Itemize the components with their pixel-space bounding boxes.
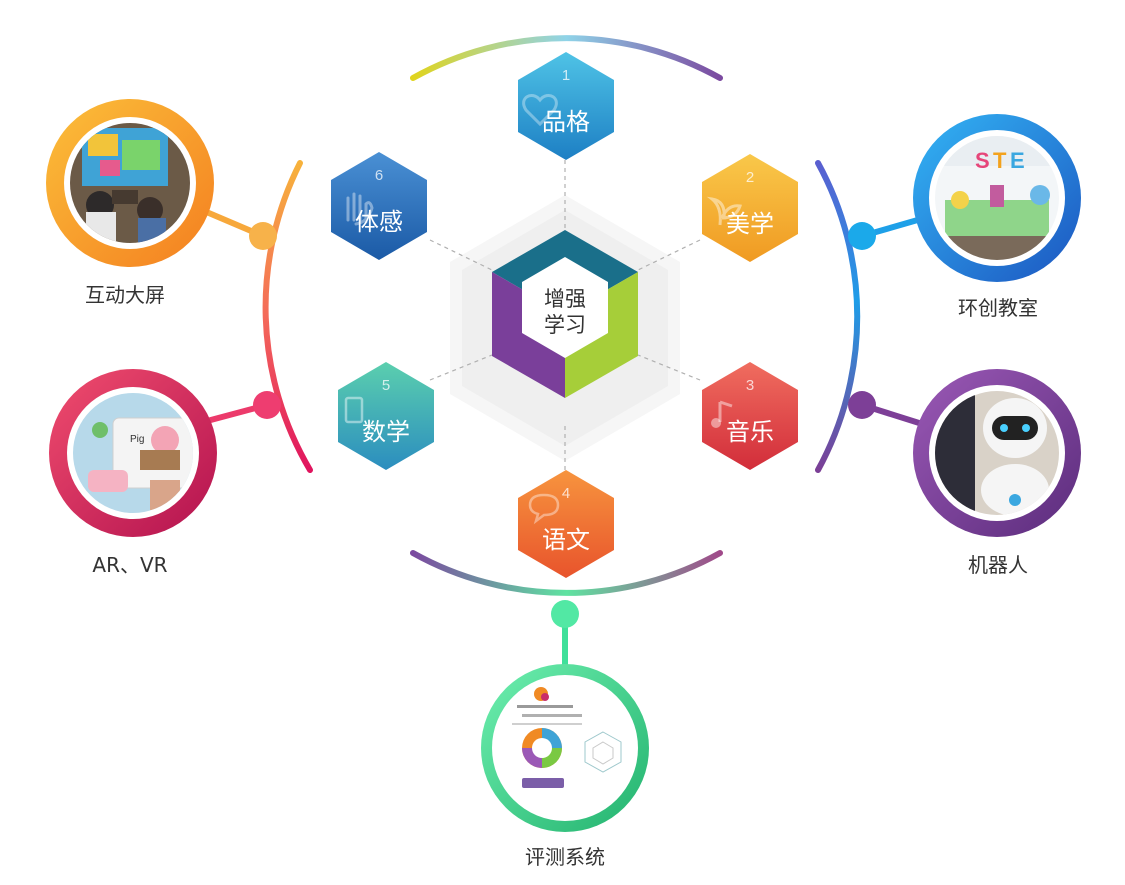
outer-item-classroom[interactable]: S T E 环创教室 — [913, 114, 1081, 320]
outer-item-evaluation[interactable]: 评测系统 — [481, 664, 649, 869]
connector-dot-classroom — [848, 222, 876, 250]
hexagon-number: 3 — [746, 377, 754, 394]
outer-item-robot[interactable]: 机器人 — [913, 369, 1081, 577]
steam-classroom-photo: S T E — [935, 136, 1059, 260]
hexagon-number: 6 — [375, 167, 383, 184]
outer-item-label: 机器人 — [968, 553, 1028, 577]
center-title-line1: 增强 — [544, 287, 586, 311]
center-title-line2: 学习 — [544, 313, 586, 337]
calculator-icon — [344, 396, 364, 424]
outer-arcs — [262, 35, 861, 596]
connectors — [188, 202, 936, 676]
center-cube — [492, 230, 638, 398]
hexagon-tigan[interactable]: 6 体感 — [331, 152, 427, 260]
outer-item-label: 评测系统 — [525, 845, 605, 869]
hexagon-label: 数学 — [362, 418, 410, 446]
evaluation-report-screenshot — [495, 678, 635, 818]
outer-item-ar-vr[interactable]: Pig AR、VR — [49, 369, 217, 577]
hexagon-number: 5 — [382, 377, 390, 394]
hexagon-yinyue[interactable]: 3 音乐 — [702, 362, 798, 470]
hexagon-yuwen[interactable]: 4 语文 — [518, 470, 614, 578]
hexagon-label: 体感 — [355, 208, 403, 236]
music-note-icon — [718, 400, 733, 422]
left-arc — [262, 160, 313, 473]
speech-bubble-icon — [528, 493, 560, 525]
hexagon-label: 语文 — [542, 526, 590, 554]
svg-text:E: E — [1010, 148, 1025, 173]
hexagon-label: 音乐 — [726, 418, 774, 446]
children-playing-on-large-screen-photo — [70, 123, 190, 243]
hand-icon — [346, 192, 374, 226]
heart-icon — [522, 94, 558, 127]
svg-text:T: T — [993, 148, 1007, 173]
svg-text:Pig: Pig — [130, 434, 144, 445]
connector-dot-interactive-screen — [249, 222, 277, 250]
hexagon-shuxue[interactable]: 5 数学 — [338, 362, 434, 470]
outer-item-label: 环创教室 — [958, 296, 1038, 320]
white-robot-photo — [935, 391, 1059, 515]
bottom-arc — [410, 550, 723, 596]
svg-text:S: S — [975, 148, 990, 173]
center-hub: 增强 学习 — [429, 160, 701, 470]
outer-item-label: 互动大屏 — [85, 283, 165, 307]
hexagon-label: 美学 — [726, 210, 774, 238]
right-arc — [815, 160, 861, 473]
dashed-spokes — [429, 160, 701, 470]
outer-item-label: AR、VR — [92, 553, 167, 577]
hexagon-number: 1 — [562, 67, 570, 84]
top-arc — [410, 35, 723, 81]
hexagon-meixue[interactable]: 2 美学 — [702, 154, 798, 262]
connector-dot-robot — [848, 391, 876, 419]
hexagon-label: 品格 — [542, 108, 590, 136]
outer-item-interactive-screen[interactable]: 互动大屏 — [46, 99, 214, 307]
connector-dot-evaluation — [551, 600, 579, 628]
hexagon-number: 4 — [562, 485, 570, 502]
connector-dot-ar-vr — [253, 391, 281, 419]
hexagon-pinge[interactable]: 1 品格 — [518, 52, 614, 160]
sprout-icon — [706, 196, 742, 226]
hexagon-number: 2 — [746, 169, 754, 186]
